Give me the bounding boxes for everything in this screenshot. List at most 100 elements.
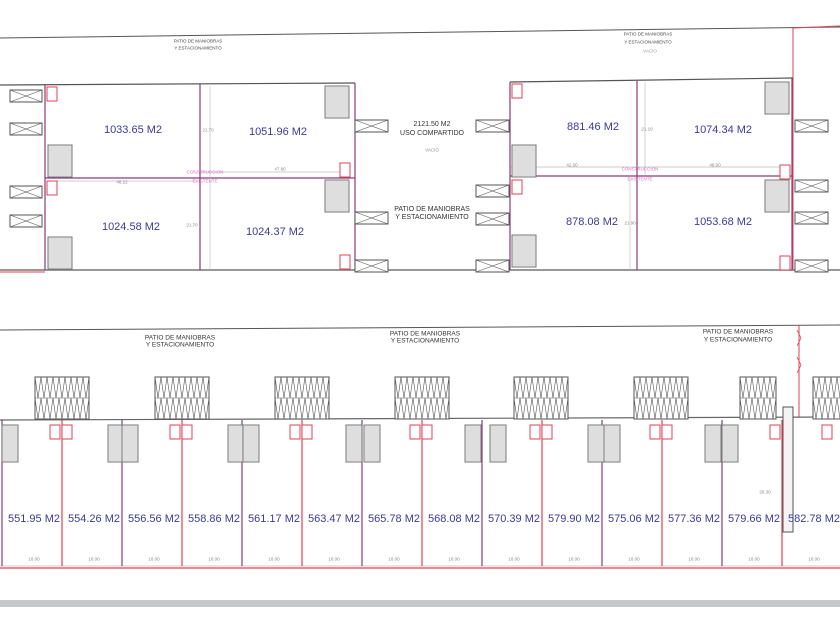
dimension: 18.00 bbox=[28, 556, 40, 562]
stairway-icon bbox=[782, 406, 794, 533]
office-icon bbox=[779, 164, 791, 180]
dock-line bbox=[811, 265, 829, 273]
dock-line bbox=[25, 214, 43, 222]
dock-line bbox=[492, 212, 510, 220]
property-line bbox=[792, 25, 840, 29]
dimension: 21.70 bbox=[186, 222, 198, 228]
dock-line bbox=[9, 122, 27, 130]
dock-line bbox=[794, 185, 812, 193]
property-line bbox=[0, 324, 840, 331]
patio-label: Y ESTACIONAMIENTO bbox=[174, 45, 222, 51]
dimension: 48.22 bbox=[116, 179, 128, 185]
dock-line bbox=[475, 212, 493, 220]
unit-area: 1074.34 M2 bbox=[693, 123, 753, 136]
unit-area: 582.78 M2 bbox=[788, 512, 840, 525]
dock-line bbox=[354, 265, 372, 273]
dimension: 21.70 bbox=[202, 127, 214, 133]
unit-area: 579.90 M2 bbox=[548, 512, 600, 525]
dock-line bbox=[25, 220, 43, 228]
unit-area: 551.95 M2 bbox=[8, 512, 60, 525]
patio-label: PATIO DE MANIOBRAS bbox=[144, 334, 216, 342]
office-icon bbox=[49, 424, 61, 440]
office-icon bbox=[409, 424, 421, 440]
office-icon bbox=[181, 424, 193, 440]
dimension: 18.00 bbox=[208, 556, 220, 562]
dimension: 18.00 bbox=[808, 556, 820, 562]
patio-label: Y ESTACIONAMIENTO bbox=[395, 214, 469, 222]
vacio-label: VACIO bbox=[643, 48, 657, 54]
unit-area: 1033.65 M2 bbox=[103, 123, 163, 136]
dock-line bbox=[25, 191, 43, 199]
dock-line bbox=[475, 125, 493, 133]
dock-line bbox=[492, 184, 510, 192]
bottom-scrollbar-band bbox=[0, 600, 840, 607]
patio-label: PATIO DE MANIOBRAS bbox=[173, 38, 223, 44]
office-icon bbox=[301, 424, 313, 440]
unit-area: 1024.37 M2 bbox=[245, 225, 305, 238]
dock-line bbox=[9, 89, 27, 97]
dock-line bbox=[9, 220, 27, 228]
office-icon bbox=[511, 179, 523, 195]
dock-line bbox=[371, 119, 389, 127]
dimension: 18.00 bbox=[328, 556, 340, 562]
patio-label: Y ESTACIONAMIENTO bbox=[390, 337, 460, 345]
rack-zigzag bbox=[154, 376, 210, 399]
dock-line bbox=[9, 214, 27, 222]
rack-zigzag bbox=[739, 376, 777, 399]
patio-label: Y ESTACIONAMIENTO bbox=[145, 341, 215, 349]
office-icon bbox=[769, 424, 781, 440]
dock-line bbox=[25, 89, 43, 97]
dock-line bbox=[354, 217, 372, 225]
unit-area: 563.47 M2 bbox=[308, 512, 360, 525]
dock-line bbox=[811, 211, 829, 219]
vacio-label: VACIO bbox=[425, 147, 439, 153]
office-icon bbox=[529, 424, 541, 440]
dock-line bbox=[371, 265, 389, 273]
construction-label: EXISTENTE bbox=[627, 176, 653, 182]
construction-label: EXISTENTE bbox=[192, 178, 218, 184]
dimension: 21.90 bbox=[624, 220, 636, 226]
patio-label: PATIO DE MANIOBRAS bbox=[702, 328, 774, 336]
dock-line bbox=[794, 259, 812, 267]
unit-area: 561.17 M2 bbox=[248, 512, 300, 525]
office-icon bbox=[649, 424, 661, 440]
dock-line bbox=[371, 125, 389, 133]
dimension: 18.00 bbox=[628, 556, 640, 562]
office-icon bbox=[511, 83, 523, 99]
dock-line bbox=[371, 211, 389, 219]
unit-area: 568.08 M2 bbox=[428, 512, 480, 525]
dimension: 18.00 bbox=[268, 556, 280, 562]
dock-line bbox=[9, 185, 27, 193]
dimension: 26.30 bbox=[759, 489, 771, 495]
dimension: 42.00 bbox=[566, 162, 578, 168]
unit-area: 878.08 M2 bbox=[566, 215, 618, 228]
dock-line bbox=[794, 179, 812, 187]
unit-area: 881.46 M2 bbox=[567, 120, 619, 133]
dock-line bbox=[354, 119, 372, 127]
dock-line bbox=[794, 211, 812, 219]
office-icon bbox=[421, 424, 433, 440]
dimension: 18.00 bbox=[88, 556, 100, 562]
unit-area: 579.66 M2 bbox=[728, 512, 780, 525]
dock-line bbox=[492, 265, 510, 273]
office-icon bbox=[541, 424, 553, 440]
rack-zigzag bbox=[274, 376, 330, 399]
dock-line bbox=[811, 125, 829, 133]
dock-line bbox=[25, 122, 43, 130]
office-icon bbox=[779, 255, 791, 271]
rack-zigzag bbox=[34, 397, 90, 420]
dock-line bbox=[492, 119, 510, 127]
shared-use: USO COMPARTIDO bbox=[400, 130, 464, 138]
dimension: 18.00 bbox=[508, 556, 520, 562]
dock-line bbox=[475, 259, 493, 267]
unit-area: 1024.58 M2 bbox=[101, 220, 161, 233]
rack-zigzag bbox=[633, 376, 689, 399]
dock-line bbox=[354, 259, 372, 267]
unit-area: 565.78 M2 bbox=[368, 512, 420, 525]
rack-zigzag bbox=[154, 397, 210, 420]
patio-label: Y ESTACIONAMIENTO bbox=[703, 336, 773, 344]
office-icon bbox=[169, 424, 181, 440]
dock-line bbox=[811, 119, 829, 127]
rack-zigzag bbox=[394, 376, 450, 399]
dock-line bbox=[371, 217, 389, 225]
